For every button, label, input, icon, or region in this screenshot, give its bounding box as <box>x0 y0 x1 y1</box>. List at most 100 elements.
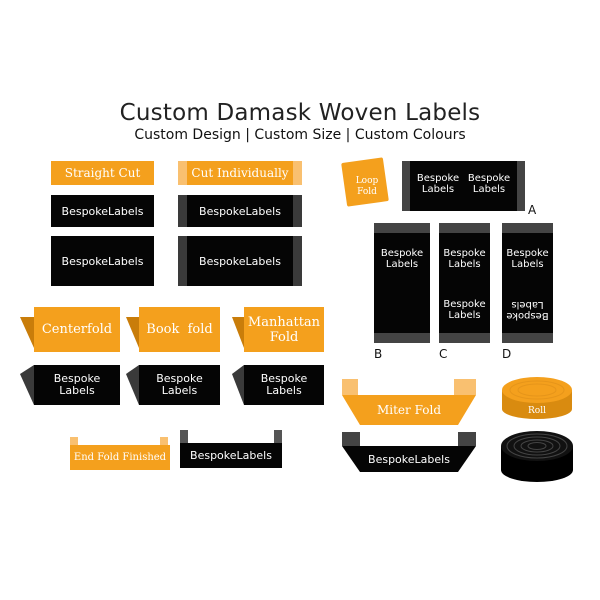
vertical-label-b: Bespoke Labels <box>374 223 430 343</box>
brand-line1: Bespoke <box>443 299 486 310</box>
cut-edge-left <box>178 236 187 286</box>
book-fold-flap <box>126 317 139 348</box>
miter-flap-left <box>342 379 358 395</box>
manhattan-fold-flap <box>232 317 244 348</box>
brand-block: Bespoke Labels <box>463 173 515 195</box>
miter-fold-label-shape <box>342 446 476 472</box>
manhattan-label-shape <box>244 365 324 405</box>
centerfold-tag-shape <box>34 307 120 352</box>
roll-ring <box>517 383 557 397</box>
brand-line1: Bespoke <box>53 372 101 385</box>
brand-block: Bespoke Labels <box>502 248 553 270</box>
end-fold-label: End Fold Finished <box>73 452 167 463</box>
centerfold-flap <box>20 317 34 348</box>
brand-block: Bespoke Labels <box>439 248 490 270</box>
loop-fold-label: Loop Fold <box>344 176 390 198</box>
loop-fold-label-sample: Bespoke Labels Bespoke Labels <box>410 161 517 211</box>
brand-line2: Labels <box>161 384 198 397</box>
brand-line1: Bespoke <box>506 248 549 259</box>
miter-fold-label: Miter Fold <box>376 403 441 417</box>
cut-individually-label-large: BespokeLabels <box>187 236 293 286</box>
brand-line2: Labels <box>511 259 544 270</box>
manhattan-line1: Manhattan <box>247 314 321 330</box>
roll-label: Roll <box>528 406 546 416</box>
cut-edge-left <box>178 195 187 227</box>
page-title: Custom Damask Woven Labels <box>119 100 481 126</box>
end-fold-tag-shape <box>70 445 170 470</box>
roll-black-ring <box>513 436 561 456</box>
book-fold-label-flap <box>126 365 139 405</box>
loop-fold-line2: Fold <box>357 187 377 197</box>
miter-fold-tag-shape <box>342 395 476 425</box>
book-fold-tag-shape <box>139 307 220 352</box>
page-subtitle: Custom Design | Custom Size | Custom Col… <box>134 127 466 143</box>
book-fold-label-shape <box>139 365 220 405</box>
roll-black-ring <box>520 439 554 453</box>
vertical-label-c: Bespoke Labels Bespoke Labels <box>439 223 490 343</box>
loop-edge-right <box>517 161 525 211</box>
roll-black-ring <box>527 442 547 450</box>
centerfold-label-flap <box>20 365 34 405</box>
centerfold-label: Centerfold <box>41 322 113 337</box>
brand-line1: Bespoke <box>443 248 486 259</box>
straight-cut-label-large: BespokeLabels <box>51 236 154 286</box>
brand-line1: Bespoke <box>380 248 424 259</box>
book-fold-label: Book fold <box>146 322 213 337</box>
brand-block: Bespoke Labels <box>439 299 490 321</box>
fold-edge-bottom <box>502 333 553 343</box>
brand-block: Bespoke Labels <box>34 365 120 405</box>
cut-edge-right <box>293 236 302 286</box>
brand-line1: Bespoke <box>156 372 203 385</box>
brand-line1: Bespoke <box>416 173 460 184</box>
cut-individually-label-sample: BespokeLabels <box>187 195 293 227</box>
manhattan-label-flap <box>232 365 244 405</box>
manhattan-line2: Fold <box>269 329 299 345</box>
brand-line1: Bespoke <box>467 173 511 184</box>
brand-line2: Labels <box>448 259 481 270</box>
marker-c: C <box>439 347 448 361</box>
straight-cut-label: Straight Cut <box>64 166 141 180</box>
miter-flap-right <box>454 379 476 395</box>
end-fold-label-shape <box>180 443 282 468</box>
miter-edge-right <box>458 432 476 446</box>
roll-ring <box>509 380 565 400</box>
cut-edge-left <box>178 161 187 185</box>
cut-individually-label: Cut Individually <box>191 166 289 180</box>
centerfold-label-shape <box>34 365 120 405</box>
manhattan-fold-label: Manhattan Fold <box>244 307 324 352</box>
roll-black-ring <box>506 433 568 459</box>
brand-text: BespokeLabels <box>61 204 144 218</box>
brand-line2: Labels <box>448 310 481 321</box>
brand-text: BespokeLabels <box>199 254 281 268</box>
end-fold-corner <box>160 437 168 445</box>
loop-edge-left <box>402 161 410 211</box>
fold-edge-bottom <box>374 333 430 343</box>
cut-edge-right <box>293 161 302 185</box>
miter-brand-text: BespokeLabels <box>368 452 450 466</box>
vertical-label-d: Bespoke Labels Bespoke Labels <box>502 223 553 343</box>
marker-b: B <box>374 347 383 361</box>
loop-fold-line1: Loop <box>355 176 379 186</box>
straight-cut-tag: Straight Cut <box>51 161 154 185</box>
fold-edge-top <box>439 223 490 233</box>
roll-black-top <box>501 431 573 461</box>
brand-line2: Labels <box>421 184 455 195</box>
brand-line1: Bespoke <box>260 372 308 385</box>
end-fold-corner <box>70 437 78 445</box>
brand-line2: Labels <box>472 184 506 195</box>
brand-line2: Labels <box>385 259 419 270</box>
brand-block: Bespoke Labels <box>139 365 220 405</box>
brand-line2: Labels <box>59 384 95 397</box>
fold-edge-top <box>502 223 553 233</box>
fold-edge-top <box>374 223 430 233</box>
cut-edge-right <box>293 195 302 227</box>
fold-edge-bottom <box>439 333 490 343</box>
brand-block: Bespoke Labels <box>374 248 430 270</box>
marker-a: A <box>528 203 537 217</box>
end-fold-edge <box>274 430 282 443</box>
end-fold-brand-text: BespokeLabels <box>190 449 272 462</box>
brand-block: Bespoke Labels <box>412 173 464 195</box>
straight-cut-label-sample: BespokeLabels <box>51 195 154 227</box>
cut-individually-tag: Cut Individually <box>187 161 293 185</box>
